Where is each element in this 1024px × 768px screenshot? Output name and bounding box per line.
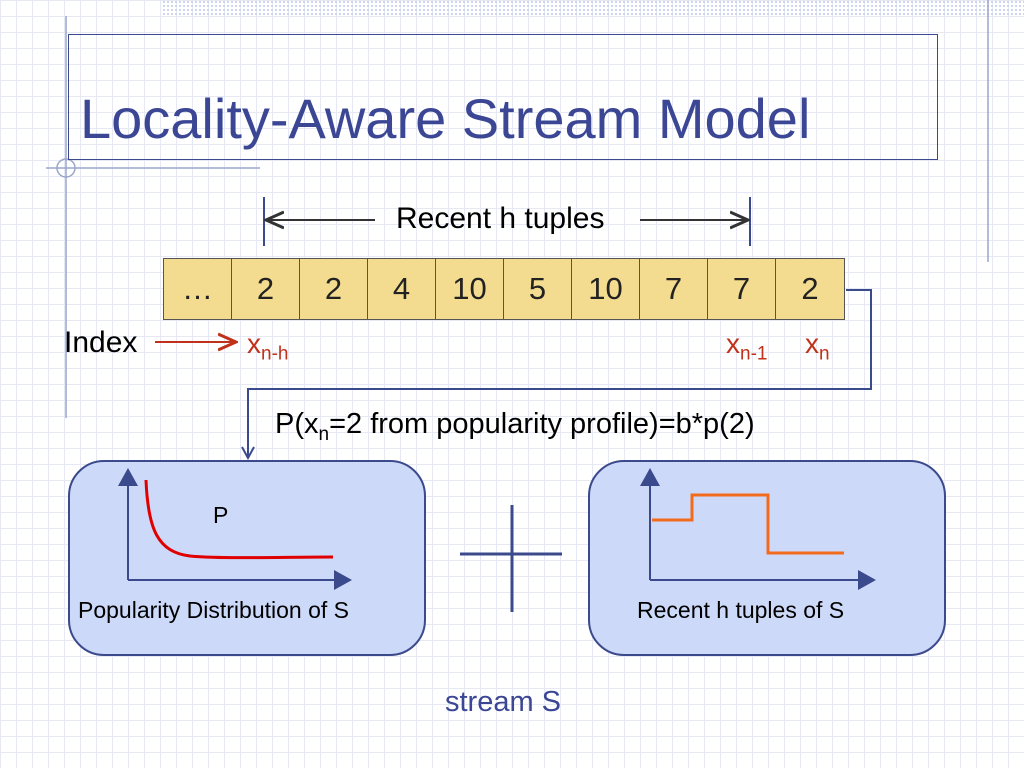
sequence-cell: 2 — [300, 259, 368, 319]
sequence-cell: 2 — [776, 259, 844, 319]
x-base: x — [726, 328, 740, 359]
formula-prefix: P(x — [275, 408, 319, 440]
formula-sub: n — [318, 423, 330, 445]
sequence-cell: … — [164, 259, 232, 319]
index-label: Index — [64, 326, 138, 359]
probability-formula: P(xn=2 from popularity profile)=b*p(2) — [275, 408, 755, 446]
sequence-cell: 4 — [368, 259, 436, 319]
title-frame — [68, 34, 938, 160]
sequence-cell: 5 — [504, 259, 572, 319]
popularity-caption: Popularity Distribution of S — [78, 597, 350, 623]
tuple-sequence: … 2 2 4 10 5 10 7 7 2 — [163, 258, 845, 320]
sequence-cell: 2 — [232, 259, 300, 319]
decor-dotted-header — [162, 0, 1024, 16]
x-base: x — [805, 328, 819, 359]
sequence-cell: 7 — [708, 259, 776, 319]
x-n-minus-1-label: xn-1 — [726, 328, 767, 366]
page-title: Locality-Aware Stream Model — [80, 87, 811, 150]
x-sub: n — [819, 343, 830, 365]
recent-label: Recent h tuples — [396, 202, 605, 235]
sequence-cell: 10 — [572, 259, 640, 319]
sequence-cell: 10 — [436, 259, 504, 319]
formula-suffix: =2 from popularity profile)=b*p(2) — [329, 408, 755, 440]
x-base: x — [247, 328, 261, 359]
x-sub: n-h — [261, 343, 289, 365]
x-n-label: xn — [805, 328, 830, 366]
stream-label: stream S — [445, 686, 562, 718]
sequence-cell: 7 — [640, 259, 708, 319]
x-sub: n-1 — [740, 343, 768, 365]
x-n-minus-h-label: xn-h — [247, 328, 288, 366]
curve-p-label: P — [213, 502, 229, 528]
recent-tuples-box — [588, 460, 946, 656]
recent-tuples-caption: Recent h tuples of S — [637, 597, 845, 623]
